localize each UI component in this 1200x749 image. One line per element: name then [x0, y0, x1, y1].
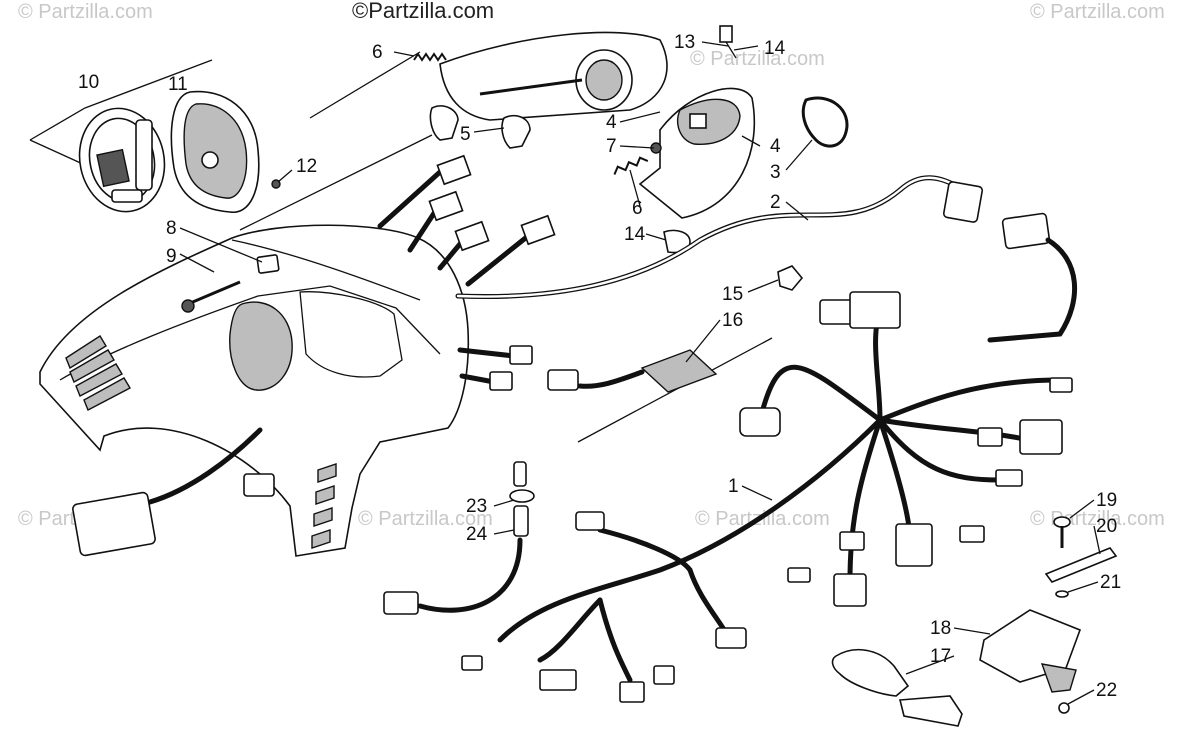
callout-15: 15 — [722, 284, 743, 305]
callout-10: 10 — [78, 72, 99, 93]
callout-2: 2 — [770, 192, 781, 213]
sensor-23-24 — [383, 461, 535, 615]
callout-13: 13 — [674, 32, 695, 53]
adjuster-knobs — [429, 105, 531, 149]
hood-vent-right — [311, 463, 337, 549]
hood-vent-left — [65, 335, 131, 411]
clip-13 — [719, 25, 737, 59]
callout-16: 16 — [722, 310, 743, 331]
headlight-cover — [638, 87, 756, 219]
bolt-9 — [181, 280, 241, 313]
speedometer-gauge — [78, 107, 166, 213]
watermark: © Partzilla.com — [690, 48, 825, 70]
callout-7: 7 — [606, 136, 617, 157]
callout-12: 12 — [296, 156, 317, 177]
callout-23: 23 — [466, 496, 487, 517]
headlight-wire-harness — [377, 154, 1078, 343]
clip-14-lower — [663, 229, 691, 254]
callout-14-lower: 14 — [624, 224, 646, 245]
key-fob-17 — [831, 648, 963, 727]
callout-20: 20 — [1096, 516, 1117, 537]
clip-15 — [777, 265, 804, 291]
callout-5: 5 — [460, 124, 471, 145]
callout-6-top: 6 — [372, 42, 383, 63]
module-18 — [979, 609, 1082, 693]
callout-11: 11 — [168, 74, 188, 95]
callout-9: 9 — [166, 246, 177, 267]
callout-6-lower: 6 — [632, 198, 643, 219]
nut-22 — [1058, 702, 1070, 714]
hood-cowl — [39, 224, 470, 557]
callout-3: 3 — [770, 162, 781, 183]
callout-14-top: 14 — [764, 38, 786, 59]
clamp-ring-3 — [801, 96, 849, 148]
callout-1: 1 — [728, 476, 739, 497]
group-brackets — [29, 51, 773, 443]
callout-labels: 10 11 12 6 5 13 14 4 7 4 3 2 6 14 8 9 15… — [78, 32, 1121, 701]
headlight-housing — [439, 31, 668, 121]
callout-22: 22 — [1096, 680, 1117, 701]
callout-19: 19 — [1096, 490, 1117, 511]
watermark: © Partzilla.com — [18, 1, 153, 23]
callout-4-left: 4 — [606, 112, 617, 133]
callout-21: 21 — [1100, 572, 1121, 593]
gauge-housing — [170, 90, 260, 213]
callout-18: 18 — [930, 618, 951, 639]
main-wire-harness — [461, 291, 1073, 703]
callout-4-right: 4 — [770, 136, 781, 157]
leader-lines — [179, 41, 1101, 705]
spring-6-top — [413, 52, 447, 62]
watermark: © Partzilla.com — [358, 508, 493, 530]
watermark-top: ©Partzilla.com — [352, 0, 494, 23]
bolt-19 — [1053, 516, 1071, 548]
spring-6-lower — [613, 156, 649, 175]
bracket-20 — [1044, 547, 1118, 583]
obd-connector — [72, 427, 275, 557]
module-16 — [457, 345, 718, 393]
washer-21 — [1055, 590, 1069, 598]
callout-24: 24 — [466, 524, 488, 545]
callout-8: 8 — [166, 218, 177, 239]
callout-17: 17 — [930, 646, 951, 667]
watermark: © Partzilla.com — [1030, 1, 1165, 23]
